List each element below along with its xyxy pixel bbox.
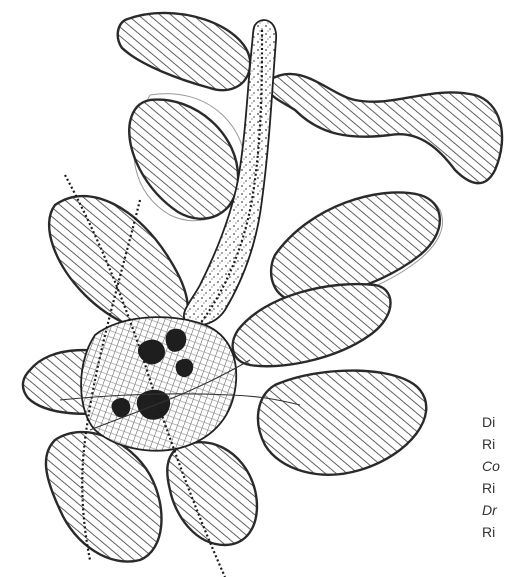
lobe-top-left xyxy=(118,13,250,90)
lobe-left-lower-middle xyxy=(49,196,188,333)
lobe-right-lower xyxy=(258,371,426,475)
caption-line-4: Ri xyxy=(482,477,510,499)
caption-line-3: Co xyxy=(482,455,510,477)
lobe-right-lower-middle xyxy=(233,284,391,366)
lobe-left-middle xyxy=(129,100,238,219)
central-core xyxy=(81,317,236,451)
lobe-upper-right xyxy=(268,74,502,183)
caption-line-1: Di xyxy=(482,411,510,433)
lobe-bottom-middle xyxy=(167,442,257,545)
side-caption: Di Ri Co Ri Dr Ri xyxy=(482,411,510,543)
caption-line-2: Ri xyxy=(482,433,510,455)
caption-line-6: Ri xyxy=(482,521,510,543)
caption-line-5: Dr xyxy=(482,499,510,521)
lobe-bottom-left xyxy=(46,432,162,562)
